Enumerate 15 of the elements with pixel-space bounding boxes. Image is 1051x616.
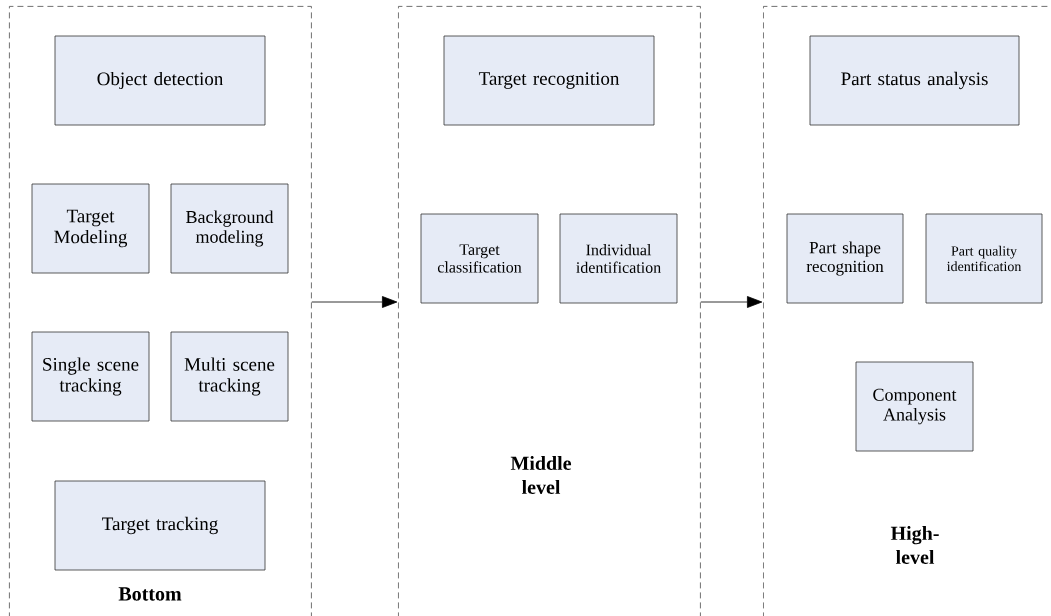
- arrow: [700, 296, 763, 308]
- process-box: Background modeling: [170, 183, 289, 274]
- process-box: Target tracking: [54, 480, 266, 571]
- process-box: Object detection: [54, 35, 266, 126]
- process-box: Part status analysis: [809, 35, 1020, 126]
- process-box: Single scene tracking: [31, 331, 150, 422]
- process-box: Component Analysis: [855, 361, 974, 452]
- process-box: Target recognition: [443, 35, 655, 126]
- arrow: [311, 296, 398, 308]
- process-box: Multi scene tracking: [170, 331, 289, 422]
- process-box: Part shape recognition: [786, 213, 904, 304]
- process-box: Part quality identification: [925, 213, 1043, 304]
- process-box: Target classification: [420, 213, 539, 304]
- process-box: Target Modeling: [31, 183, 150, 274]
- process-box: Individual identification: [559, 213, 678, 304]
